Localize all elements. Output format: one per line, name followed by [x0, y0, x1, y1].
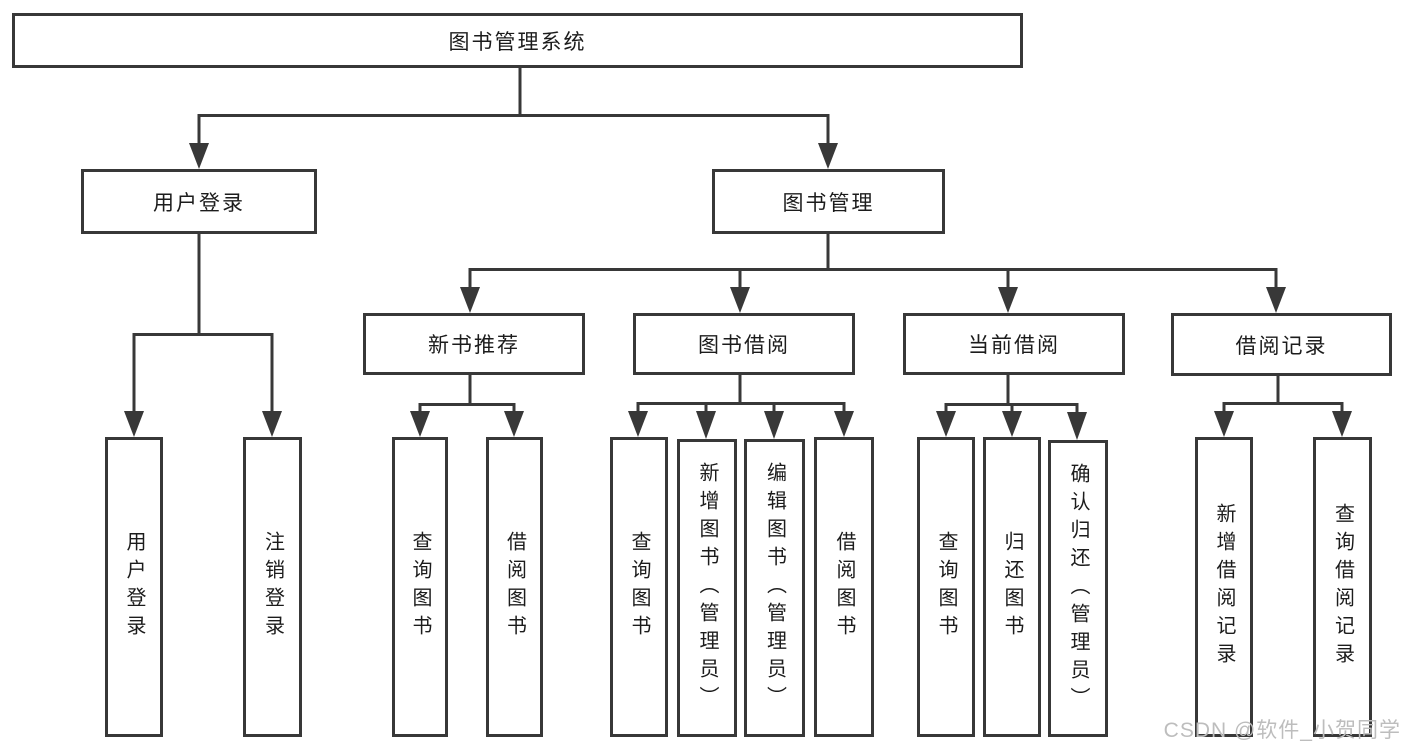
- leaf-user-login-label: 用户登录: [123, 531, 145, 643]
- node-user-login-label: 用户登录: [153, 191, 245, 215]
- leaf-current-confirm-return-admin: 确认归还（管理员）: [1048, 440, 1108, 737]
- leaf-current-query-books: 查询图书: [917, 437, 975, 737]
- node-root-label: 图书管理系统: [448, 30, 587, 54]
- leaf-borrow-add-books-admin: 新增图书（管理员）: [677, 439, 737, 737]
- leaf-borrow-edit-books-admin-label: 编辑图书（管理员）: [763, 462, 786, 714]
- leaf-borrow-query-books-label: 查询图书: [628, 531, 650, 643]
- leaf-recommend-borrow-books: 借阅图书: [486, 437, 543, 737]
- leaf-records-query-record: 查询借阅记录: [1313, 437, 1372, 737]
- csdn-watermark: CSDN @软件_小贺同学: [1163, 719, 1401, 742]
- leaf-user-login: 用户登录: [105, 437, 163, 737]
- leaf-recommend-borrow-books-label: 借阅图书: [503, 531, 526, 643]
- leaf-current-confirm-return-admin-label: 确认归还（管理员）: [1067, 462, 1089, 715]
- leaf-borrow-add-books-admin-label: 新增图书（管理员）: [696, 462, 718, 714]
- leaf-borrow-borrow-books-label: 借阅图书: [833, 531, 855, 643]
- node-book-management: 图书管理: [712, 169, 945, 234]
- leaf-records-add-record-label: 新增借阅记录: [1213, 503, 1235, 671]
- node-borrow-records: 借阅记录: [1171, 313, 1392, 376]
- leaf-current-return-books: 归还图书: [983, 437, 1041, 737]
- node-user-login: 用户登录: [81, 169, 317, 234]
- leaf-borrow-edit-books-admin: 编辑图书（管理员）: [744, 439, 805, 737]
- leaf-borrow-query-books: 查询图书: [610, 437, 668, 737]
- connector-paths: [132, 66, 1344, 415]
- leaf-logout-label: 注销登录: [261, 531, 284, 643]
- leaf-borrow-borrow-books: 借阅图书: [814, 437, 874, 737]
- node-new-book-recommend: 新书推荐: [363, 313, 585, 375]
- node-book-management-label: 图书管理: [782, 191, 875, 215]
- node-root: 图书管理系统: [12, 13, 1023, 68]
- connector-arrowheads: [124, 143, 1352, 440]
- node-new-book-recommend-label: 新书推荐: [428, 334, 520, 357]
- leaf-records-query-record-label: 查询借阅记录: [1331, 503, 1354, 671]
- leaf-recommend-query-books: 查询图书: [392, 437, 448, 737]
- node-current-borrow: 当前借阅: [903, 313, 1125, 375]
- leaf-logout: 注销登录: [243, 437, 302, 737]
- node-book-borrow-label: 图书借阅: [698, 334, 790, 357]
- leaf-current-return-books-label: 归还图书: [1001, 531, 1023, 643]
- leaf-records-add-record: 新增借阅记录: [1195, 437, 1253, 737]
- node-book-borrow: 图书借阅: [633, 313, 855, 375]
- leaf-current-query-books-label: 查询图书: [935, 531, 957, 643]
- leaf-recommend-query-books-label: 查询图书: [409, 531, 431, 643]
- node-borrow-records-label: 借阅记录: [1235, 334, 1328, 358]
- node-current-borrow-label: 当前借阅: [968, 334, 1060, 357]
